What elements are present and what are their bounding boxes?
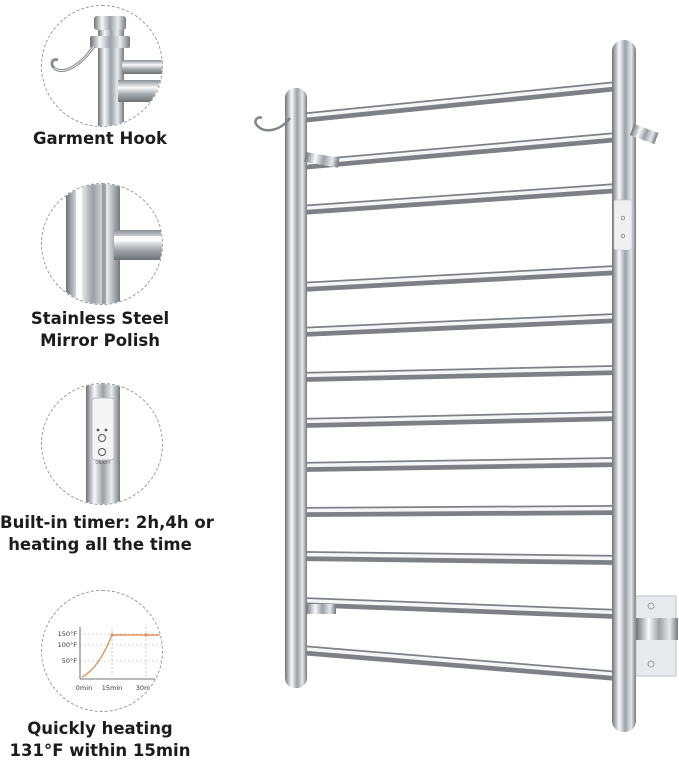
y-tick-label: 50°F [62, 657, 78, 665]
heating-circle: 150°F 100°F 50°F 0min 15min 30min [41, 590, 163, 712]
power-label: ON/OFF [95, 460, 111, 465]
stainless-steel-circle [41, 183, 163, 305]
towel-bar-highlight [299, 598, 619, 615]
curve-point [144, 633, 148, 637]
timer-caption: Built-in timer: 2h,4h or heating all the… [0, 512, 214, 556]
towel-warmer-image [245, 30, 679, 750]
wall-mount [629, 123, 659, 145]
y-tick-label: 100°F [58, 641, 78, 649]
towel-bar-highlight [299, 266, 619, 288]
caption-line: 131°F within 15min [9, 741, 191, 760]
y-tick-label: 150°F [58, 630, 78, 638]
stainless-steel-caption: Stainless Steel Mirror Polish [0, 308, 200, 352]
towel-bar-highlight [299, 184, 619, 211]
towel-bar-highlight [299, 458, 619, 468]
x-tick-label: 15min [102, 684, 123, 692]
heating-chart: 150°F 100°F 50°F 0min 15min 30min [58, 627, 162, 692]
timer-button [620, 215, 626, 221]
caption-line: Quickly heating [27, 719, 173, 738]
caption-line: Mirror Polish [40, 331, 160, 350]
garment-hook-circle [41, 5, 163, 127]
towel-bar-highlight [299, 646, 619, 677]
towel-bar-highlight [299, 412, 619, 424]
garment-hook-icon [50, 16, 162, 126]
towel-bar-highlight [299, 366, 619, 378]
caption-line: Garment Hook [32, 129, 168, 148]
screw-icon [647, 660, 655, 668]
towel-bar-highlight [299, 82, 619, 119]
timer-panel-icon: ON/OFF [86, 384, 120, 504]
timer-circle: ON/OFF [41, 383, 163, 505]
right-post [612, 40, 636, 732]
hook-icon [254, 116, 292, 132]
wall-mount [306, 604, 336, 614]
towel-bars [295, 81, 623, 681]
caption-line: heating all the time [8, 535, 192, 554]
x-tick-label: 30min [136, 684, 157, 692]
heating-caption: Quickly heating 131°F within 15min [0, 718, 200, 762]
caption-line: Stainless Steel [30, 309, 170, 328]
timer-panel [613, 199, 633, 251]
heating-curve [81, 634, 162, 678]
towel-bar-highlight [299, 314, 619, 333]
wall-mount [304, 152, 340, 168]
curve-point [110, 633, 114, 637]
power-button [620, 233, 626, 239]
towel-bar-highlight [299, 506, 619, 513]
towel-warmer-icon [254, 40, 678, 732]
garment-hook-caption: Garment Hook [0, 128, 200, 150]
towel-bar-highlight [299, 133, 619, 166]
caption-line: Built-in timer: 2h,4h or [0, 513, 214, 532]
left-post [285, 88, 307, 688]
x-tick-label: 0min [76, 684, 92, 692]
towel-bar-highlight [299, 552, 619, 561]
screw-icon [647, 602, 655, 610]
power-cord-mount [636, 618, 678, 640]
steel-tube-icon [66, 184, 162, 304]
